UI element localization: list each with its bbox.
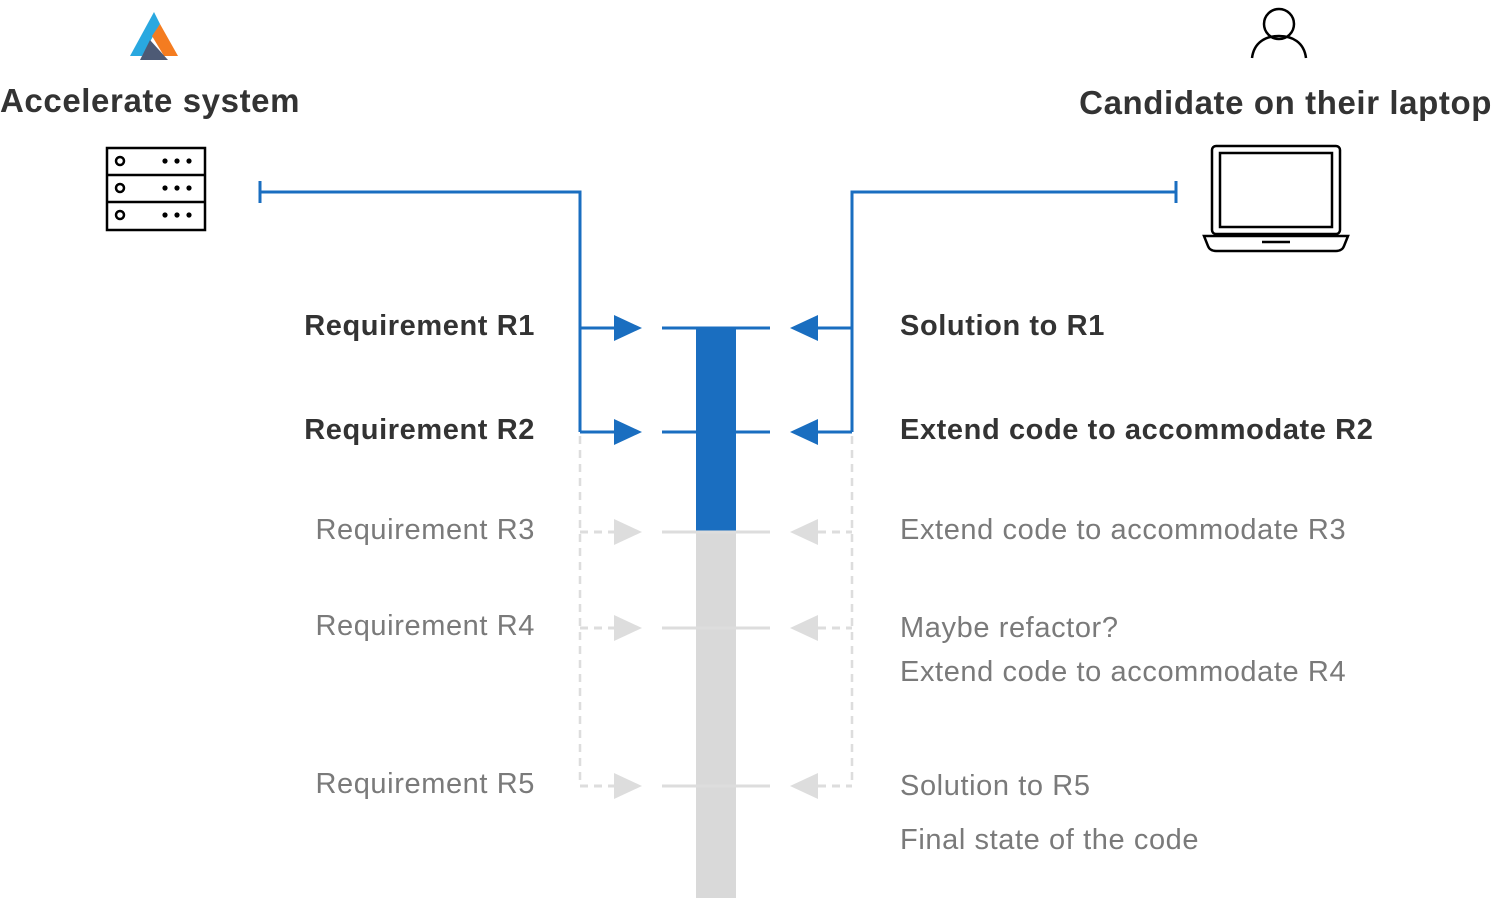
inactive-connectors [578, 436, 854, 786]
response-label-3-1: Extend code to accommodate R3 [900, 514, 1347, 546]
arrow-left-icon [790, 519, 818, 545]
requirement-label-2: Requirement R2 [304, 414, 535, 446]
left-actor-title: Accelerate system [0, 82, 301, 119]
step-row-5 [580, 773, 852, 799]
accelerate-logo-icon [130, 12, 178, 60]
response-label-4-2: Extend code to accommodate R4 [900, 656, 1347, 688]
step-row-1 [580, 315, 852, 341]
response-label-5-2: Final state of the code [900, 824, 1200, 856]
user-icon [1250, 7, 1308, 59]
laptop-icon [1202, 144, 1350, 253]
arrow-right-icon [614, 315, 642, 341]
arrow-left-icon [790, 773, 818, 799]
requirement-label-4: Requirement R4 [315, 610, 535, 642]
response-label-1-1: Solution to R1 [900, 310, 1105, 342]
step-row-2 [580, 419, 852, 445]
step-row-4 [580, 615, 852, 641]
arrow-left-icon [790, 419, 818, 445]
response-label-2-1: Extend code to accommodate R2 [900, 414, 1374, 446]
progress-bar [696, 328, 736, 898]
arrow-left-icon [790, 315, 818, 341]
arrow-right-icon [614, 773, 642, 799]
server-icon [105, 146, 207, 232]
right-actor-title: Candidate on their laptop [1079, 84, 1492, 121]
step-row-3 [580, 519, 852, 545]
requirement-label-5: Requirement R5 [315, 768, 535, 800]
requirement-label-3: Requirement R3 [315, 514, 535, 546]
response-label-5-1: Solution to R5 [900, 770, 1091, 802]
right-connector [850, 181, 1178, 432]
arrow-left-icon [790, 615, 818, 641]
response-label-4-1: Maybe refactor? [900, 612, 1119, 644]
arrow-right-icon [614, 615, 642, 641]
left-connector [258, 181, 582, 432]
arrow-right-icon [614, 419, 642, 445]
requirement-label-1: Requirement R1 [304, 310, 535, 342]
arrow-right-icon [614, 519, 642, 545]
